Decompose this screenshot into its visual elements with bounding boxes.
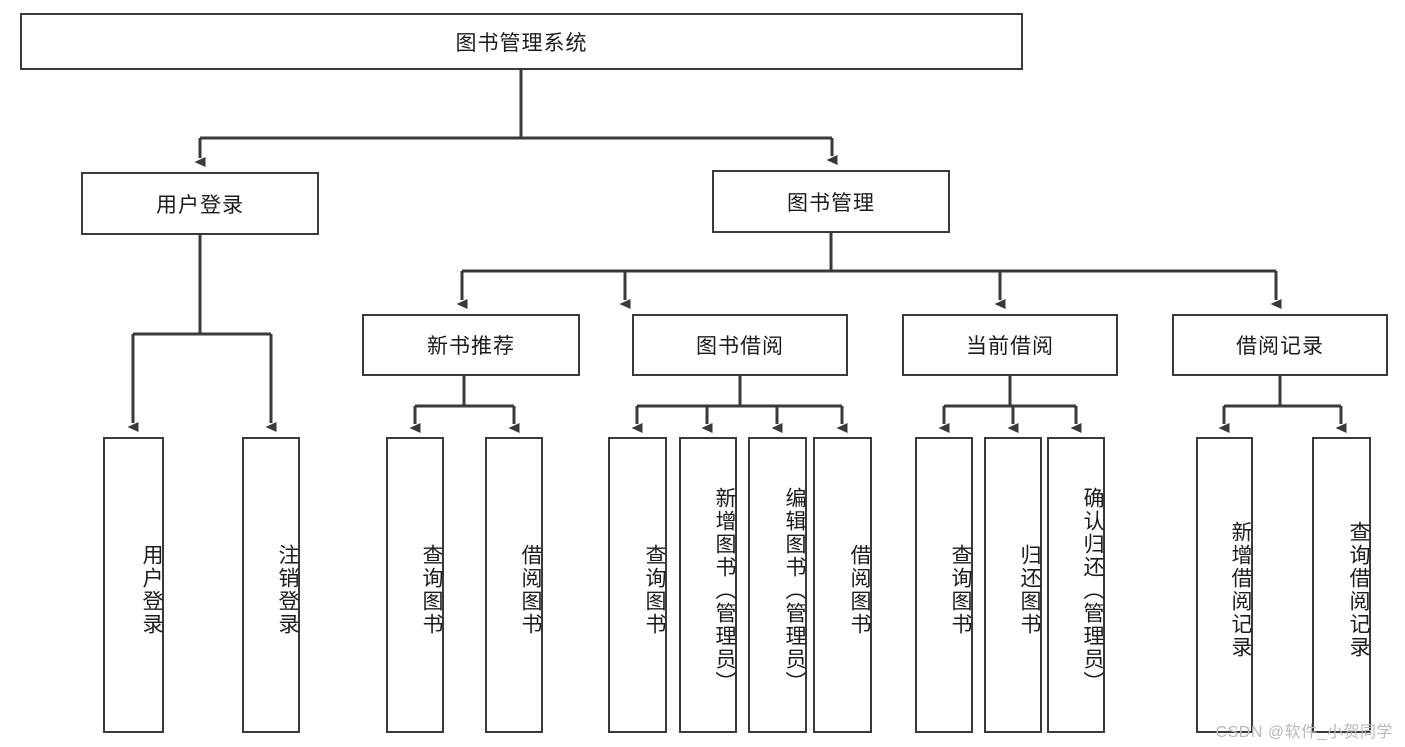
node-label: 新书推荐 (427, 335, 515, 358)
node-label: 查询图书 (420, 544, 443, 636)
node-label: 当前借阅 (966, 335, 1054, 358)
node-label: 新增图书（管理员） (713, 486, 736, 694)
node-leaf-borrow-book-newbook[interactable]: 借阅图书 (485, 437, 543, 733)
node-level2-current-borrow[interactable]: 当前借阅 (902, 314, 1118, 376)
node-label: 借阅记录 (1236, 335, 1324, 358)
node-leaf-query-book-current[interactable]: 查询图书 (915, 437, 973, 733)
node-leaf-user-login[interactable]: 用户登录 (103, 437, 164, 733)
node-label: 用户登录 (140, 544, 163, 636)
node-leaf-query-borrow-record[interactable]: 查询借阅记录 (1312, 437, 1371, 733)
node-leaf-add-borrow-record[interactable]: 新增借阅记录 (1196, 437, 1253, 733)
node-leaf-query-book-borrow[interactable]: 查询图书 (608, 437, 667, 733)
node-label: 编辑图书（管理员） (783, 486, 806, 694)
node-label: 用户登录 (156, 193, 244, 217)
node-root[interactable]: 图书管理系统 (20, 13, 1023, 70)
node-level2-borrow-record[interactable]: 借阅记录 (1172, 314, 1388, 376)
node-label: 借阅图书 (519, 544, 542, 636)
node-level1-book-management[interactable]: 图书管理 (712, 170, 950, 233)
node-label: 图书管理 (787, 191, 875, 215)
node-label: 确认归还（管理员） (1081, 486, 1104, 694)
node-leaf-edit-book-admin[interactable]: 编辑图书（管理员） (748, 437, 807, 733)
node-label: 查询借阅记录 (1347, 521, 1370, 659)
node-label: 查询图书 (949, 544, 972, 636)
node-label: 归还图书 (1018, 544, 1041, 636)
node-label: 查询图书 (643, 544, 666, 636)
node-root-label: 图书管理系统 (455, 31, 588, 55)
node-label: 图书借阅 (696, 335, 784, 358)
node-leaf-return-book[interactable]: 归还图书 (984, 437, 1042, 733)
node-level2-book-borrow[interactable]: 图书借阅 (632, 314, 848, 376)
node-level2-new-book-recommend[interactable]: 新书推荐 (362, 314, 580, 376)
node-leaf-query-book-newbook[interactable]: 查询图书 (386, 437, 444, 733)
node-leaf-confirm-return-admin[interactable]: 确认归还（管理员） (1047, 437, 1105, 733)
node-label: 注销登录 (276, 544, 299, 636)
csdn-watermark: CSDN @软件_小贺同学 (1215, 724, 1393, 741)
node-leaf-add-book-admin[interactable]: 新增图书（管理员） (679, 437, 737, 733)
node-level1-user-login[interactable]: 用户登录 (81, 172, 319, 235)
node-label: 新增借阅记录 (1229, 521, 1252, 659)
node-label: 借阅图书 (848, 544, 871, 636)
node-leaf-logout[interactable]: 注销登录 (242, 437, 300, 733)
node-leaf-borrow-book[interactable]: 借阅图书 (813, 437, 872, 733)
